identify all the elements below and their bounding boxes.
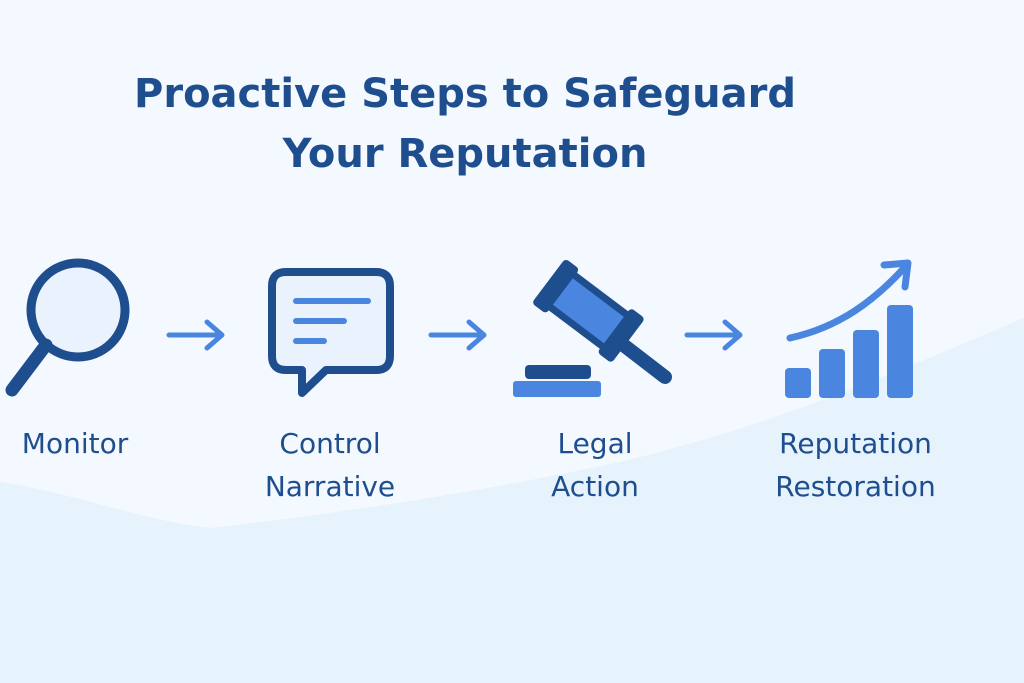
title-line-2: Your Reputation <box>282 131 648 177</box>
arrow-right-icon <box>428 319 487 351</box>
gavel-icon <box>513 259 672 397</box>
arrow-right-icon <box>166 319 225 351</box>
page-title: Proactive Steps to Safeguard Your Reputa… <box>0 64 930 184</box>
step-label-line: Narrative <box>264 470 396 503</box>
step-label-line: Action <box>551 470 639 503</box>
step-label-monitor: Monitor <box>0 422 150 465</box>
step-label-line: Legal <box>557 427 633 460</box>
growth-chart-icon <box>785 259 913 398</box>
step-label-line: Monitor <box>21 427 129 460</box>
step-label-line: Reputation <box>779 427 932 460</box>
step-label-reputation-restoration: Reputation Restoration <box>748 422 963 508</box>
step-label-control-narrative: Control Narrative <box>245 422 415 508</box>
step-label-line: Restoration <box>775 470 936 503</box>
magnifying-glass-icon <box>5 258 130 397</box>
speech-bubble-icon <box>268 268 394 397</box>
arrow-right-icon <box>684 319 743 351</box>
title-line-1: Proactive Steps to Safeguard <box>134 71 796 117</box>
step-label-line: Control <box>279 427 381 460</box>
step-label-legal-action: Legal Action <box>520 422 670 508</box>
